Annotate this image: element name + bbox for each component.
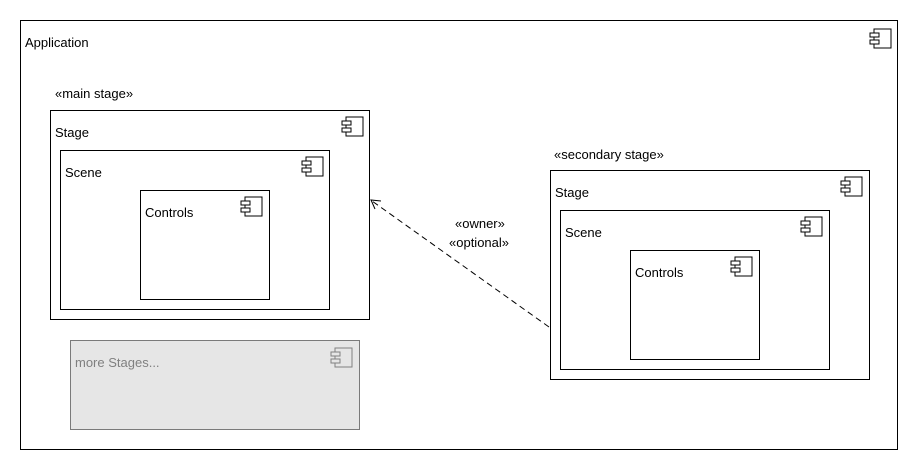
- secondary-controls-label: Controls: [635, 265, 684, 280]
- main-controls-label: Controls: [145, 205, 194, 220]
- main-stage-label: Stage: [55, 125, 89, 140]
- component-icon: [869, 28, 892, 49]
- component-icon: [301, 156, 324, 177]
- secondary-stage-stereotype: «secondary stage»: [554, 147, 664, 162]
- component-icon: [330, 347, 353, 368]
- relation-optional-label: «optional»: [449, 235, 509, 250]
- component-icon: [730, 256, 753, 277]
- secondary-scene-label: Scene: [565, 225, 602, 240]
- component-icon: [240, 196, 263, 217]
- more-stages-box: [70, 340, 360, 430]
- main-scene-label: Scene: [65, 165, 102, 180]
- owner-relation-arrowhead: [370, 199, 382, 210]
- relation-owner-label: «owner»: [455, 216, 505, 231]
- owner-relation-line: [371, 200, 550, 328]
- component-icon: [840, 176, 863, 197]
- component-icon: [800, 216, 823, 237]
- application-label: Application: [25, 35, 89, 50]
- secondary-stage-label: Stage: [555, 185, 589, 200]
- main-stage-stereotype: «main stage»: [55, 86, 134, 101]
- component-icon: [341, 116, 364, 137]
- more-stages-label: more Stages...: [75, 355, 160, 370]
